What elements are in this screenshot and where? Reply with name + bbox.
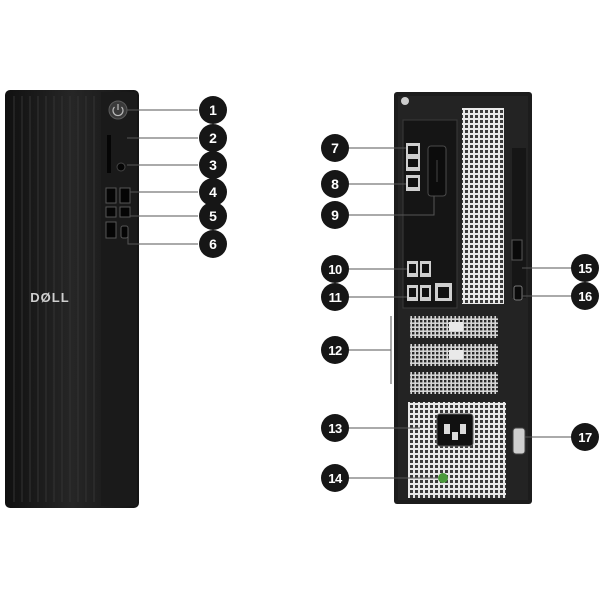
audio-jack-icon [116,162,126,172]
power-symbol-icon [112,106,124,117]
callout-5: 5 [199,202,227,230]
kensington-slot-icon [511,239,523,261]
callout-10: 10 [321,255,349,283]
callout-8: 8 [321,170,349,198]
callout-6: 6 [199,230,227,258]
padlock-ring-icon [513,285,523,301]
usb-c-port-icon [120,225,129,239]
cover-release-latch-icon [512,427,526,455]
callout-4: 4 [199,178,227,206]
callout-12: 12 [321,336,349,364]
usb-port-icon [105,206,117,218]
callout-14: 14 [321,464,349,492]
callout-9: 9 [321,201,349,229]
callout-1: 1 [199,96,227,124]
usb-port-icon [119,187,131,204]
callout-11: 11 [321,283,349,311]
psu-diagnostic-light-icon [438,473,448,483]
callout-2: 2 [199,124,227,152]
callout-16: 16 [571,282,599,310]
callout-13: 13 [321,414,349,442]
expansion-slot [410,372,498,394]
front-fluting [13,96,95,502]
usb-port-icon [119,206,131,218]
front-chassis [5,90,139,508]
callout-17: 17 [571,423,599,451]
front-leader-lines [127,109,198,245]
callout-15: 15 [571,254,599,282]
callout-7: 7 [321,134,349,162]
usb-port-icon [105,221,117,239]
rear-vent [462,108,504,304]
usb-port-icon [105,187,117,204]
power-connector-icon [436,413,474,447]
sd-card-slot-icon [107,135,111,173]
callout-3: 3 [199,151,227,179]
dell-logo: DØLL [30,290,70,305]
back-chassis [394,92,532,504]
back-leader-lines [349,147,572,479]
